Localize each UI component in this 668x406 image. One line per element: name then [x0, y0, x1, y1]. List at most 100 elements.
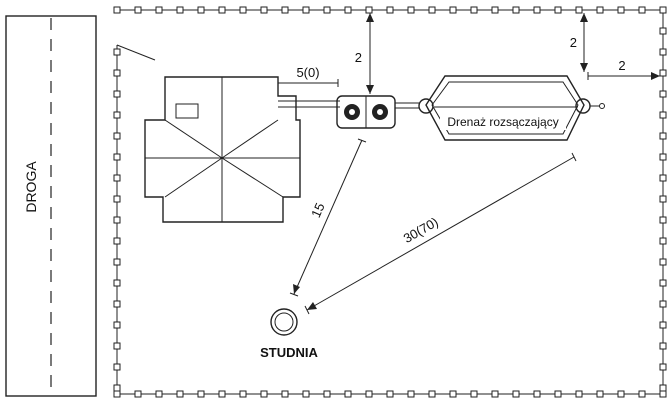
- plot-boundary: [113, 6, 667, 398]
- fence-post: [113, 300, 121, 308]
- fence-post: [659, 153, 667, 161]
- fence-post: [302, 390, 310, 398]
- fence-post: [659, 216, 667, 224]
- outflow-pipe: [395, 102, 420, 109]
- fence-post: [659, 237, 667, 245]
- fence-post: [617, 6, 625, 14]
- fence-post: [449, 6, 457, 14]
- fence-post: [344, 390, 352, 398]
- fence-post: [113, 363, 121, 371]
- fence-post: [260, 390, 268, 398]
- fence-post: [113, 279, 121, 287]
- fence-post: [659, 279, 667, 287]
- fence-post: [659, 27, 667, 35]
- fence-post: [365, 390, 373, 398]
- fence-post: [113, 6, 121, 14]
- fence-post: [554, 390, 562, 398]
- well-inner: [274, 312, 294, 332]
- dim-drain-top: 2: [570, 35, 577, 50]
- fence-post: [386, 6, 394, 14]
- fence-post: [113, 237, 121, 245]
- fence-post: [659, 6, 667, 14]
- dim-drain-well: 30(70): [401, 214, 441, 246]
- fence-post: [239, 390, 247, 398]
- dimensions: 5(0) 2 2 2 15 30(70): [277, 13, 660, 315]
- fence-post: [575, 6, 583, 14]
- fence-post: [659, 390, 667, 398]
- fence-post: [491, 6, 499, 14]
- fence-post: [281, 390, 289, 398]
- fence-post: [659, 90, 667, 98]
- house-chimney: [175, 103, 199, 119]
- fence-post: [659, 342, 667, 350]
- fence-post: [113, 321, 121, 329]
- fence-post: [449, 390, 457, 398]
- dim-tank-top: 2: [355, 50, 362, 65]
- fence-post: [659, 48, 667, 56]
- fence-post: [197, 6, 205, 14]
- fence-post: [533, 390, 541, 398]
- house-hip-3: [164, 157, 223, 198]
- drainage-label: Drenaż rozsączający: [447, 115, 558, 129]
- fence-post: [533, 6, 541, 14]
- fence-post: [176, 6, 184, 14]
- road-outline: [5, 15, 97, 397]
- fence-post: [575, 390, 583, 398]
- fence-post: [365, 6, 373, 14]
- drainage-inner: [431, 81, 579, 135]
- fence-post: [470, 390, 478, 398]
- fence-post: [281, 6, 289, 14]
- fence-post: [239, 6, 247, 14]
- fence-post: [428, 390, 436, 398]
- fence-post: [134, 6, 142, 14]
- fence-post: [470, 6, 478, 14]
- fence-post: [113, 384, 121, 392]
- fence-post: [659, 174, 667, 182]
- fence-post: [155, 390, 163, 398]
- drainage-field: Drenaż rozsączający: [418, 75, 605, 141]
- fence-post: [554, 6, 562, 14]
- fence-post: [197, 390, 205, 398]
- house-hip-1: [164, 119, 223, 159]
- well-outer: [270, 308, 298, 336]
- fence-post: [659, 384, 667, 392]
- dim-drain-well-line: [306, 156, 575, 311]
- dim-tank-well-line: [293, 139, 363, 295]
- road-label: DROGA: [23, 161, 39, 213]
- fence-post: [113, 132, 121, 140]
- fence-post: [659, 111, 667, 119]
- fence-post: [659, 300, 667, 308]
- fence-post: [428, 6, 436, 14]
- road: DROGA: [5, 15, 97, 397]
- fence-post: [491, 390, 499, 398]
- fence-post: [113, 69, 121, 77]
- drainage-outer: [425, 75, 585, 141]
- fence-post: [386, 390, 394, 398]
- fence-post: [659, 363, 667, 371]
- fence-post: [113, 195, 121, 203]
- fence-post: [659, 195, 667, 203]
- well: STUDNIA: [260, 308, 318, 360]
- fence-post: [113, 390, 121, 398]
- dim-drain-right: 2: [618, 58, 625, 73]
- drainage-inlet-well: [418, 98, 434, 114]
- boundary-line: [116, 9, 664, 395]
- fence-post: [218, 390, 226, 398]
- house-hip-2: [221, 119, 279, 159]
- boundary-gate: [116, 44, 156, 61]
- vent-cap: [599, 103, 605, 109]
- fence-post: [323, 6, 331, 14]
- septic-tank: [336, 95, 396, 129]
- house-hip-4: [221, 157, 284, 198]
- fence-post: [176, 390, 184, 398]
- fence-post: [512, 6, 520, 14]
- fence-post: [113, 48, 121, 56]
- fence-post: [659, 69, 667, 77]
- fence-post: [302, 6, 310, 14]
- fence-post: [596, 6, 604, 14]
- fence-post: [638, 390, 646, 398]
- fence-post: [659, 258, 667, 266]
- fence-post: [659, 321, 667, 329]
